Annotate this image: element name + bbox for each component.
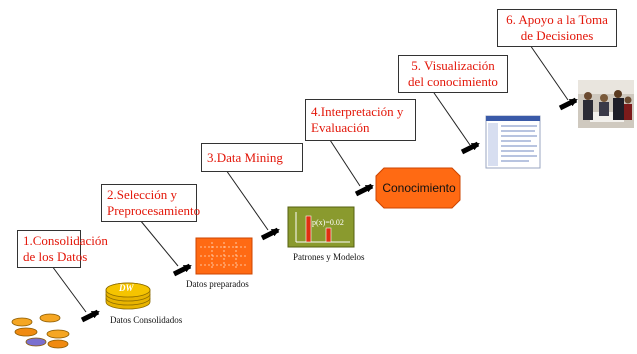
step-3-label: 3.Data Mining <box>207 149 283 165</box>
conocimiento-label: Conocimiento <box>382 181 456 195</box>
pattern-formula: p(x)=0.02 <box>312 218 344 227</box>
dw-label: DW <box>119 283 134 293</box>
step-4-box: 4.Interpretación y Evaluación <box>305 99 416 141</box>
flow-arrows <box>80 97 578 323</box>
step-3-box: 3.Data Mining <box>201 143 303 172</box>
step-1-box: 1.Consolidación de los Datos <box>17 230 108 268</box>
step-1-label: 1.Consolidación de los Datos <box>23 233 108 264</box>
step-5-label: 5. Visualización del conocimiento <box>408 58 498 89</box>
datos-preparados-caption: Datos preparados <box>186 279 249 289</box>
step-2-label: 2.Selección y Preprocesamiento <box>107 187 201 218</box>
connector-lines <box>51 44 569 313</box>
source-data-disks <box>11 313 70 349</box>
dw-database-icon <box>105 282 151 310</box>
visualization-screenshot <box>485 115 541 169</box>
step-2-box: 2.Selección y Preprocesamiento <box>101 184 201 222</box>
patrones-modelos-caption: Patrones y Modelos <box>293 252 365 262</box>
datos-consolidados-caption: Datos Consolidados <box>110 315 183 325</box>
decision-making-photo <box>578 80 634 128</box>
step-6-label: 6. Apoyo a la Toma de Decisiones <box>506 12 608 43</box>
step-6-box: 6. Apoyo a la Toma de Decisiones <box>497 9 617 47</box>
step-5-box: 5. Visualización del conocimiento <box>398 55 508 93</box>
step-4-label: 4.Interpretación y Evaluación <box>311 104 404 135</box>
knowledge-shape <box>375 167 461 209</box>
prepared-data-grid <box>195 237 253 275</box>
patterns-models-chart <box>287 206 355 248</box>
